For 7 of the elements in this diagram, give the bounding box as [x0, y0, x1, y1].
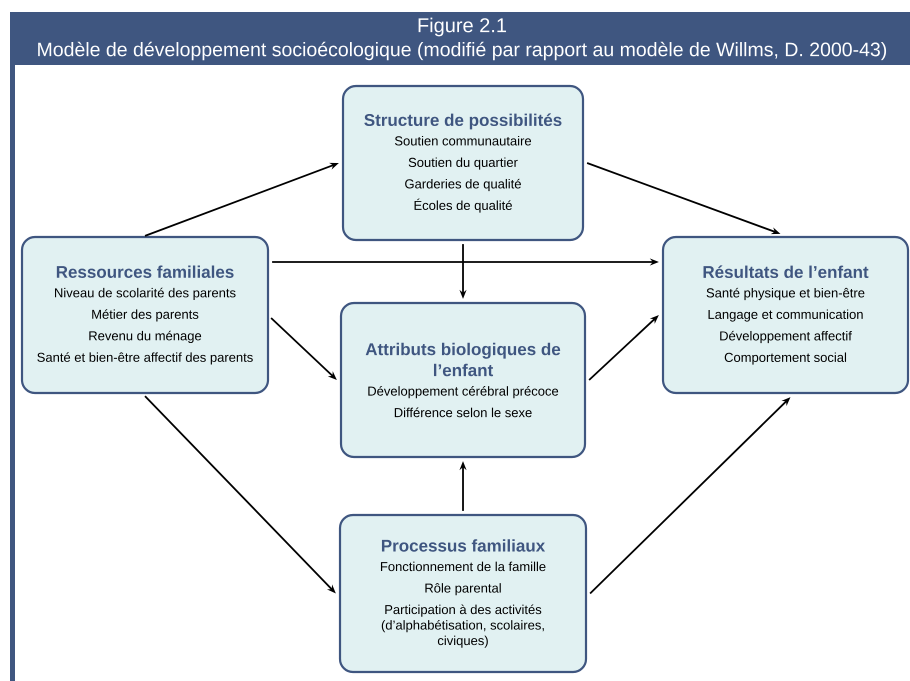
figure-caption: Modèle de développement socioécologique (modifié par rapport au modèle de Willms, D. 2000-43) — [38, 42, 886, 60]
factor-box: Résultats de l’enfant Santé physique et bien-être Langage et communication Développement affectif Comportement social — [662, 236, 910, 394]
factor-box: Attributs biologiques de l’enfant Développement cérébral précoce Différence selon le sexe — [340, 302, 586, 458]
factor-box: Structure de possibilités Soutien communautaire Soutien du quartier Garderies de qualité Écoles de qualité — [342, 84, 584, 242]
figure-title: Figure 2.1 — [418, 18, 506, 36]
factor-box: Processus familiaux Fonctionnement de la famille Rôle parental Participation à des activités (d’alphabétisation, scolaires, civiques) — [338, 514, 588, 674]
factor-box: Ressources familiales Niveau de scolarité des parents Métier des parents Revenu du ménage Santé et bien-être affectif des parents — [20, 236, 270, 394]
